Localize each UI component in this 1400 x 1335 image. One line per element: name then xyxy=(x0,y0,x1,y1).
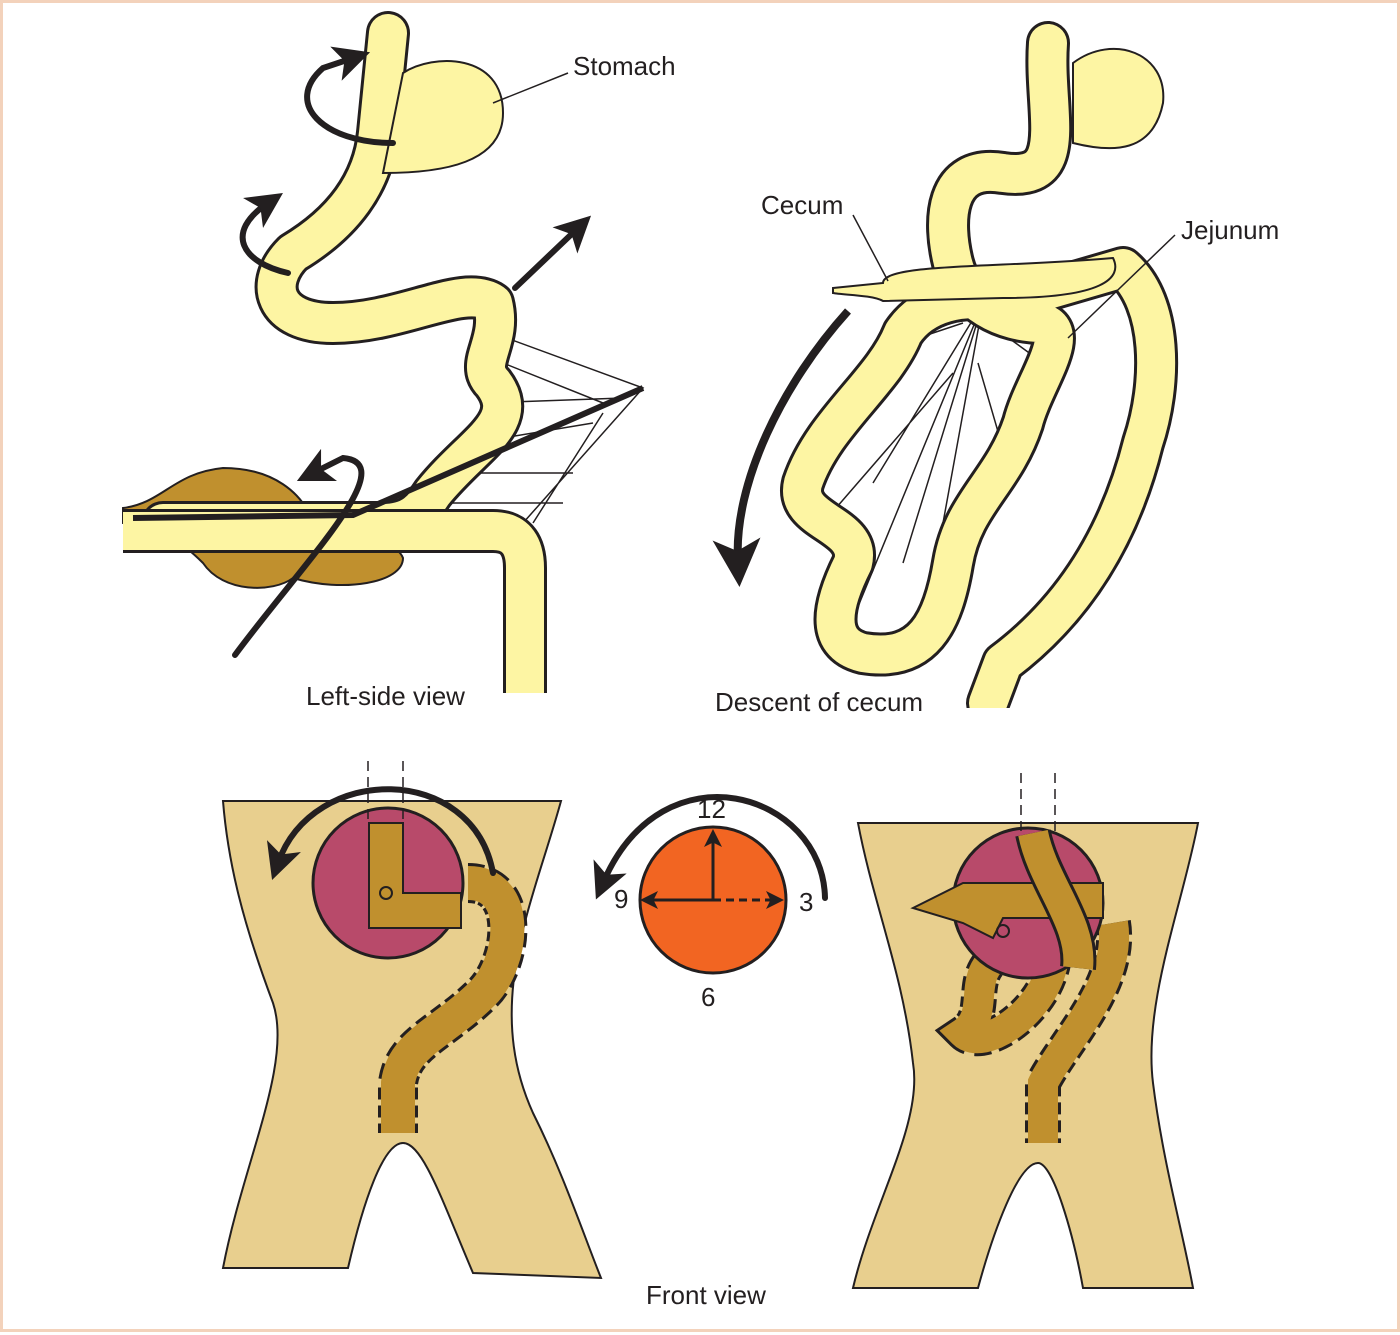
rotation-arrow-icon xyxy=(266,786,496,880)
clock-12: 12 xyxy=(697,794,726,824)
hindgut-tube xyxy=(123,512,544,693)
left-side-view-label: Left-side view xyxy=(306,681,465,711)
rotation-arrow-icon xyxy=(239,193,291,276)
descent-of-cecum-label: Descent of cecum xyxy=(715,687,923,717)
counterclockwise-arrow-icon xyxy=(593,794,828,901)
cecum-label: Cecum xyxy=(761,190,843,220)
gut-tube xyxy=(783,24,1176,722)
stomach-bulge xyxy=(381,60,505,175)
jejunum-label: Jejunum xyxy=(1181,215,1279,245)
gut-tube xyxy=(144,14,522,542)
front-view-left-panel xyxy=(221,761,603,1280)
direction-arrow-icon xyxy=(512,215,592,291)
clock-9: 9 xyxy=(614,884,628,914)
cecum-tube xyxy=(832,256,1117,303)
front-view-right-panel xyxy=(851,773,1200,1289)
rotation-arrow-icon xyxy=(232,448,365,658)
stomach-label: Stomach xyxy=(573,51,676,81)
mesentery-fan xyxy=(822,302,1044,644)
left-side-view-panel: Stomach Left-side view xyxy=(3,11,703,733)
stomach-bulge xyxy=(1072,47,1165,150)
clock-diagram: 12 3 6 9 xyxy=(593,794,828,1012)
loop xyxy=(381,866,525,1133)
cecum-leader-line xyxy=(852,214,889,282)
jejunum-leader-line xyxy=(1067,234,1176,339)
descent-of-cecum-panel: Cecum Jejunum Descent of cecum xyxy=(712,21,1279,728)
descent-arrow-icon xyxy=(712,308,851,587)
front-view-label: Front view xyxy=(646,1280,766,1310)
axis-line xyxy=(132,385,645,521)
rotation-arrow-icon xyxy=(304,46,396,146)
gut-rotation-diagram: Stomach Left-side view Cecum Jejunum Des… xyxy=(3,11,1279,1310)
gut-loop-in-cord xyxy=(368,822,462,929)
clock-6: 6 xyxy=(701,982,715,1012)
clock-3: 3 xyxy=(799,887,813,917)
stomach-leader-line xyxy=(492,72,569,104)
